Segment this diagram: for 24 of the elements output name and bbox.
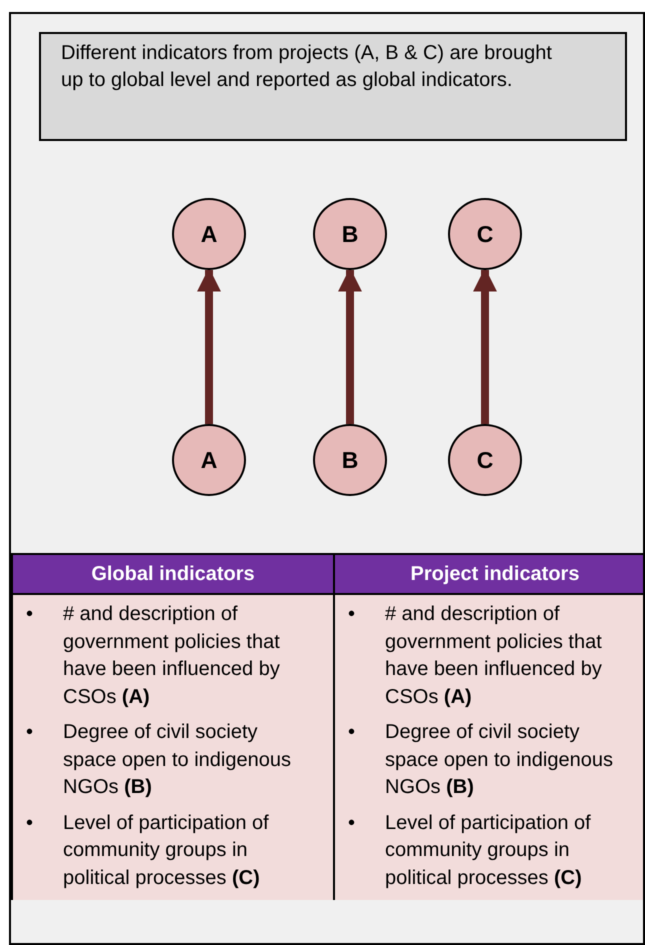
bullet: • — [348, 602, 356, 627]
indicator-circle: C — [448, 198, 522, 270]
indicator-circle: B — [313, 198, 387, 270]
indicator-circle: B — [313, 424, 387, 496]
indicator-circle: A — [172, 424, 246, 496]
column-header: Global indicators — [12, 554, 334, 594]
bullet: • — [26, 720, 34, 745]
note-box: Different indicators from projects (A, B & C) are brought up to global level and reported as global indicators. — [39, 32, 627, 141]
indicator-circle: A — [172, 198, 246, 270]
list-item: # and description of government policies that have been influenced by CSOs (A) — [63, 602, 281, 710]
bullet: • — [26, 602, 34, 627]
bullet: • — [26, 810, 34, 836]
list-item: Degree of civil society space open to indigenous NGOs (B) — [63, 720, 292, 800]
arrow — [473, 268, 497, 424]
bullet: • — [348, 720, 356, 745]
arrow — [338, 268, 362, 424]
arrow — [197, 268, 221, 424]
list-item: Level of participation of community groups in political processes (C) — [63, 810, 270, 890]
indicator-circle: C — [448, 424, 522, 496]
list-item: Degree of civil society space open to indigenous NGOs (B) — [385, 720, 614, 800]
list-item: Level of participation of community groups in political processes (C) — [385, 810, 592, 890]
list-item: # and description of government policies that have been influenced by CSOs (A) — [385, 602, 603, 710]
column-header: Project indicators — [334, 554, 643, 594]
bullet: • — [348, 810, 356, 836]
